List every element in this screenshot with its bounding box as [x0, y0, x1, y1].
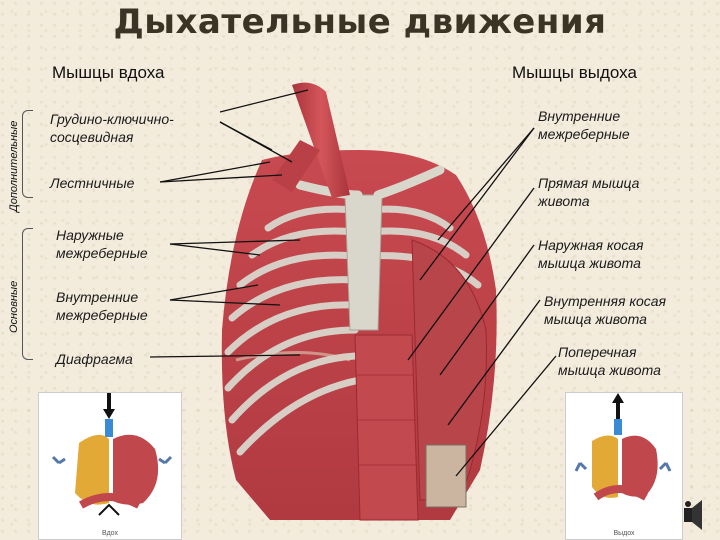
inhale-caption: Вдох: [102, 530, 118, 537]
label-internal-oblique: Внутренняя косая мышца живота: [544, 293, 667, 327]
accessory-brace: [22, 110, 33, 198]
main-brace: [22, 228, 33, 360]
inhale-thumbnail: Вдох: [38, 392, 182, 540]
inhale-muscles-header: Мышцы вдоха: [52, 63, 165, 82]
exhale-caption: Выдох: [613, 530, 635, 537]
label-scalenes: Лестничные: [50, 175, 135, 191]
label-internal-intercostals-inhale: Внутренние межреберные: [56, 289, 148, 323]
exhale-muscles-header: Мышцы выдоха: [512, 63, 637, 82]
label-diaphragm: Диафрагма: [56, 351, 133, 367]
label-transversus-abdominis: Поперечная мышца живота: [558, 344, 661, 378]
page-title: Дыхательные движения: [113, 2, 607, 42]
exhale-thumbnail: Выдох: [565, 392, 683, 540]
exhale-diagram: [574, 393, 672, 501]
inhale-diagram: [51, 393, 173, 516]
label-rectus-abdominis: Прямая мышца живота: [538, 175, 640, 209]
label-internal-intercostals-exhale: Внутренние межреберные: [538, 108, 630, 142]
speaker-icon[interactable]: [680, 496, 710, 536]
label-sternocleidomastoid: Грудино-ключично- сосцевидная: [50, 111, 174, 145]
label-external-intercostals: Наружные межреберные: [56, 227, 148, 261]
label-external-oblique: Наружная косая мышца живота: [538, 237, 644, 271]
